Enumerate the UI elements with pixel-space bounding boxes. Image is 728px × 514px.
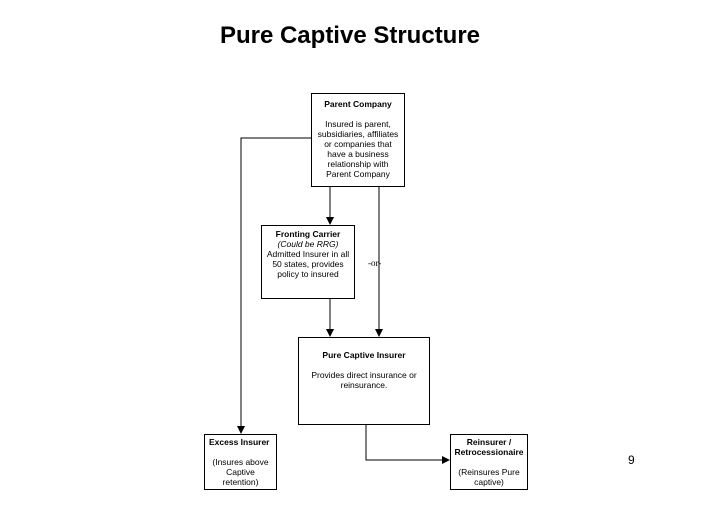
- fronting-carrier-heading: Fronting Carrier: [275, 229, 341, 239]
- fronting-carrier-line: 50 states, provides: [272, 259, 344, 269]
- fronting-carrier-node: Fronting Carrier (Could be RRG) Admitted…: [261, 225, 355, 299]
- reinsurer-heading: Retrocessionaire: [454, 447, 524, 457]
- reinsurer-node: Reinsurer / Retrocessionaire (Reinsures …: [450, 434, 528, 490]
- parent-company-line: Parent Company: [326, 169, 390, 179]
- pure-captive-line: reinsurance.: [340, 380, 388, 390]
- parent-company-line: Insured is parent,: [325, 119, 391, 129]
- excess-insurer-node: Excess Insurer (Insures above Captive re…: [204, 434, 277, 490]
- pure-captive-heading: Pure Captive Insurer: [322, 350, 406, 360]
- edge-parent-to-excess: [237, 137, 311, 434]
- parent-company-line: or companies that: [324, 139, 392, 149]
- or-edge-label: -or-: [368, 258, 382, 268]
- pure-captive-insurer-node: Pure Captive Insurer Provides direct ins…: [298, 337, 430, 425]
- fronting-carrier-subheading: (Could be RRG): [277, 239, 339, 249]
- parent-company-node: Parent Company Insured is parent, subsid…: [311, 93, 405, 187]
- excess-insurer-line: retention): [222, 477, 259, 487]
- fronting-carrier-line: Admitted Insurer in all: [266, 249, 350, 259]
- excess-insurer-heading: Excess Insurer: [209, 437, 270, 447]
- excess-insurer-line: (Insures above: [212, 457, 269, 467]
- reinsurer-heading: Reinsurer /: [466, 437, 512, 447]
- pure-captive-line: Provides direct insurance or: [311, 370, 417, 380]
- reinsurer-line: captive): [474, 477, 504, 487]
- parent-company-line: have a business: [327, 149, 389, 159]
- parent-company-line: relationship with: [327, 159, 389, 169]
- fronting-carrier-line: policy to insured: [277, 269, 339, 279]
- excess-insurer-line: Captive: [226, 467, 255, 477]
- parent-company-line: subsidiaries, affiliates: [317, 129, 399, 139]
- parent-company-heading: Parent Company: [324, 99, 392, 109]
- page-title: Pure Captive Structure: [219, 22, 481, 49]
- reinsurer-line: (Reinsures Pure: [458, 467, 520, 477]
- edge-captive-to-reinsurer: [365, 425, 450, 464]
- page-number: 9: [628, 453, 635, 467]
